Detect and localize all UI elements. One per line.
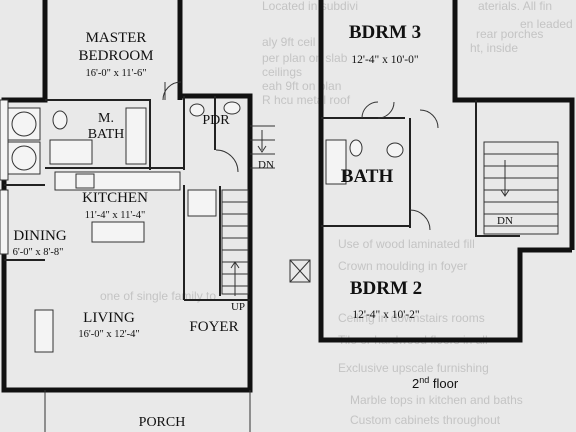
bdrm3-door-swing-1 [361,101,379,119]
fireplace [34,309,54,353]
hall-door-swing [419,109,439,129]
dryer-drum [11,145,37,171]
washer-drum [11,111,37,137]
living-label: LIVING [83,310,135,326]
bedroom-3-label: BDRM 3 [349,22,421,43]
kitchen-counter [54,171,181,191]
bg-text-line: aterials. All fin [478,0,552,13]
master-tub [49,139,93,165]
bg-text-line: ht, inside [470,41,518,55]
bath-label: BATH [341,166,394,187]
floor-label: 2nd floor [412,375,459,391]
bg-text-line: per plan on slab [262,51,348,65]
first-floor-upper-stair [250,125,275,169]
bg-text-line: eah 9ft on plan [262,79,341,93]
master-bedroom-dimensions: 16'-0" x 11'-6" [86,68,147,79]
first-floor-down-label: DN [258,159,274,171]
powder-room-label: PDR [202,113,230,128]
pdr-outer-wall [180,93,253,186]
dining-window [0,189,9,255]
pdr-toilet [223,101,241,115]
bedroom-2-dimensions: 12'-4" x 10'-2" [352,309,419,321]
bg-text-line: en leaded [520,17,573,31]
bg-text-line: Marble tops in kitchen and baths [350,393,523,407]
pdr-sink [189,103,205,117]
porch-outline [44,390,251,432]
foyer-label: FOYER [189,319,238,335]
foyer-stair [221,189,249,296]
bg-text-line: Located in subdivi [262,0,358,13]
second-floor-east-wall [452,0,575,250]
bg-text-line: rear porches [476,27,543,41]
master-door-swing [162,81,182,101]
bg-text-line: Ceiling in downstairs rooms [338,311,485,325]
first-floor-plan [0,0,275,432]
bedroom-3-dimensions: 12'-4" x 10'-0" [351,54,418,66]
floor-label-number: 2 [412,376,419,391]
master-toilet [52,110,68,130]
background-text: Located in subdivi aterials. All fin en … [100,0,573,427]
bg-text-line: ceilings [262,65,302,79]
kitchen-stove [75,173,95,189]
master-vanity [125,107,147,165]
bg-text-line: R hcu metal roof [262,93,351,107]
second-floor-down-label: DN [497,215,513,227]
porch-label: PORCH [139,415,186,430]
floor-label-word: floor [429,376,459,391]
bg-text-line: Exclusive upscale furnishing [338,361,489,375]
bath-sink [386,142,404,158]
dining-label: DINING [13,228,66,244]
bg-text-line: aly 9ft ceil [262,35,315,49]
bedroom-2-label: BDRM 2 [350,278,422,299]
floor-label-suffix: nd [419,375,429,385]
foyer-up-label: UP [231,301,245,313]
bdrm2-door-swing [409,209,431,231]
kitchen-island [91,221,145,243]
laundry-window [0,99,9,181]
dryer [7,141,41,175]
refrigerator [187,189,217,217]
kitchen-dimensions: 11'-4" x 11'-4" [85,210,146,221]
pdr-door-swing [215,149,239,173]
bath-tub [325,139,347,185]
attic-access [289,259,311,283]
second-floor-stair [483,141,559,235]
bath-toilet [349,139,363,157]
stair-enclosure-wall [475,100,520,237]
living-dimensions: 16'-0" x 12'-4" [78,329,139,340]
second-floor-plan [289,0,575,343]
dining-dimensions: 6'-0" x 8'-8" [13,247,64,258]
bg-text-line: Use of wood laminated fill [338,237,475,251]
bdrm3-door-swing-2 [377,101,395,119]
master-bath-wall [45,99,151,170]
kitchen-label: KITCHEN [82,190,148,206]
washer [7,107,41,141]
master-bedroom-label-line2: BEDROOM [78,48,153,64]
bg-text-line: Crown moulding in foyer [338,259,467,273]
bg-text-line: Custom cabinets throughout [350,413,501,427]
master-bedroom-label-line1: MASTER [86,30,147,46]
master-bath-label-line1: M. [98,111,114,126]
master-bath-label-line2: BATH [88,127,125,142]
